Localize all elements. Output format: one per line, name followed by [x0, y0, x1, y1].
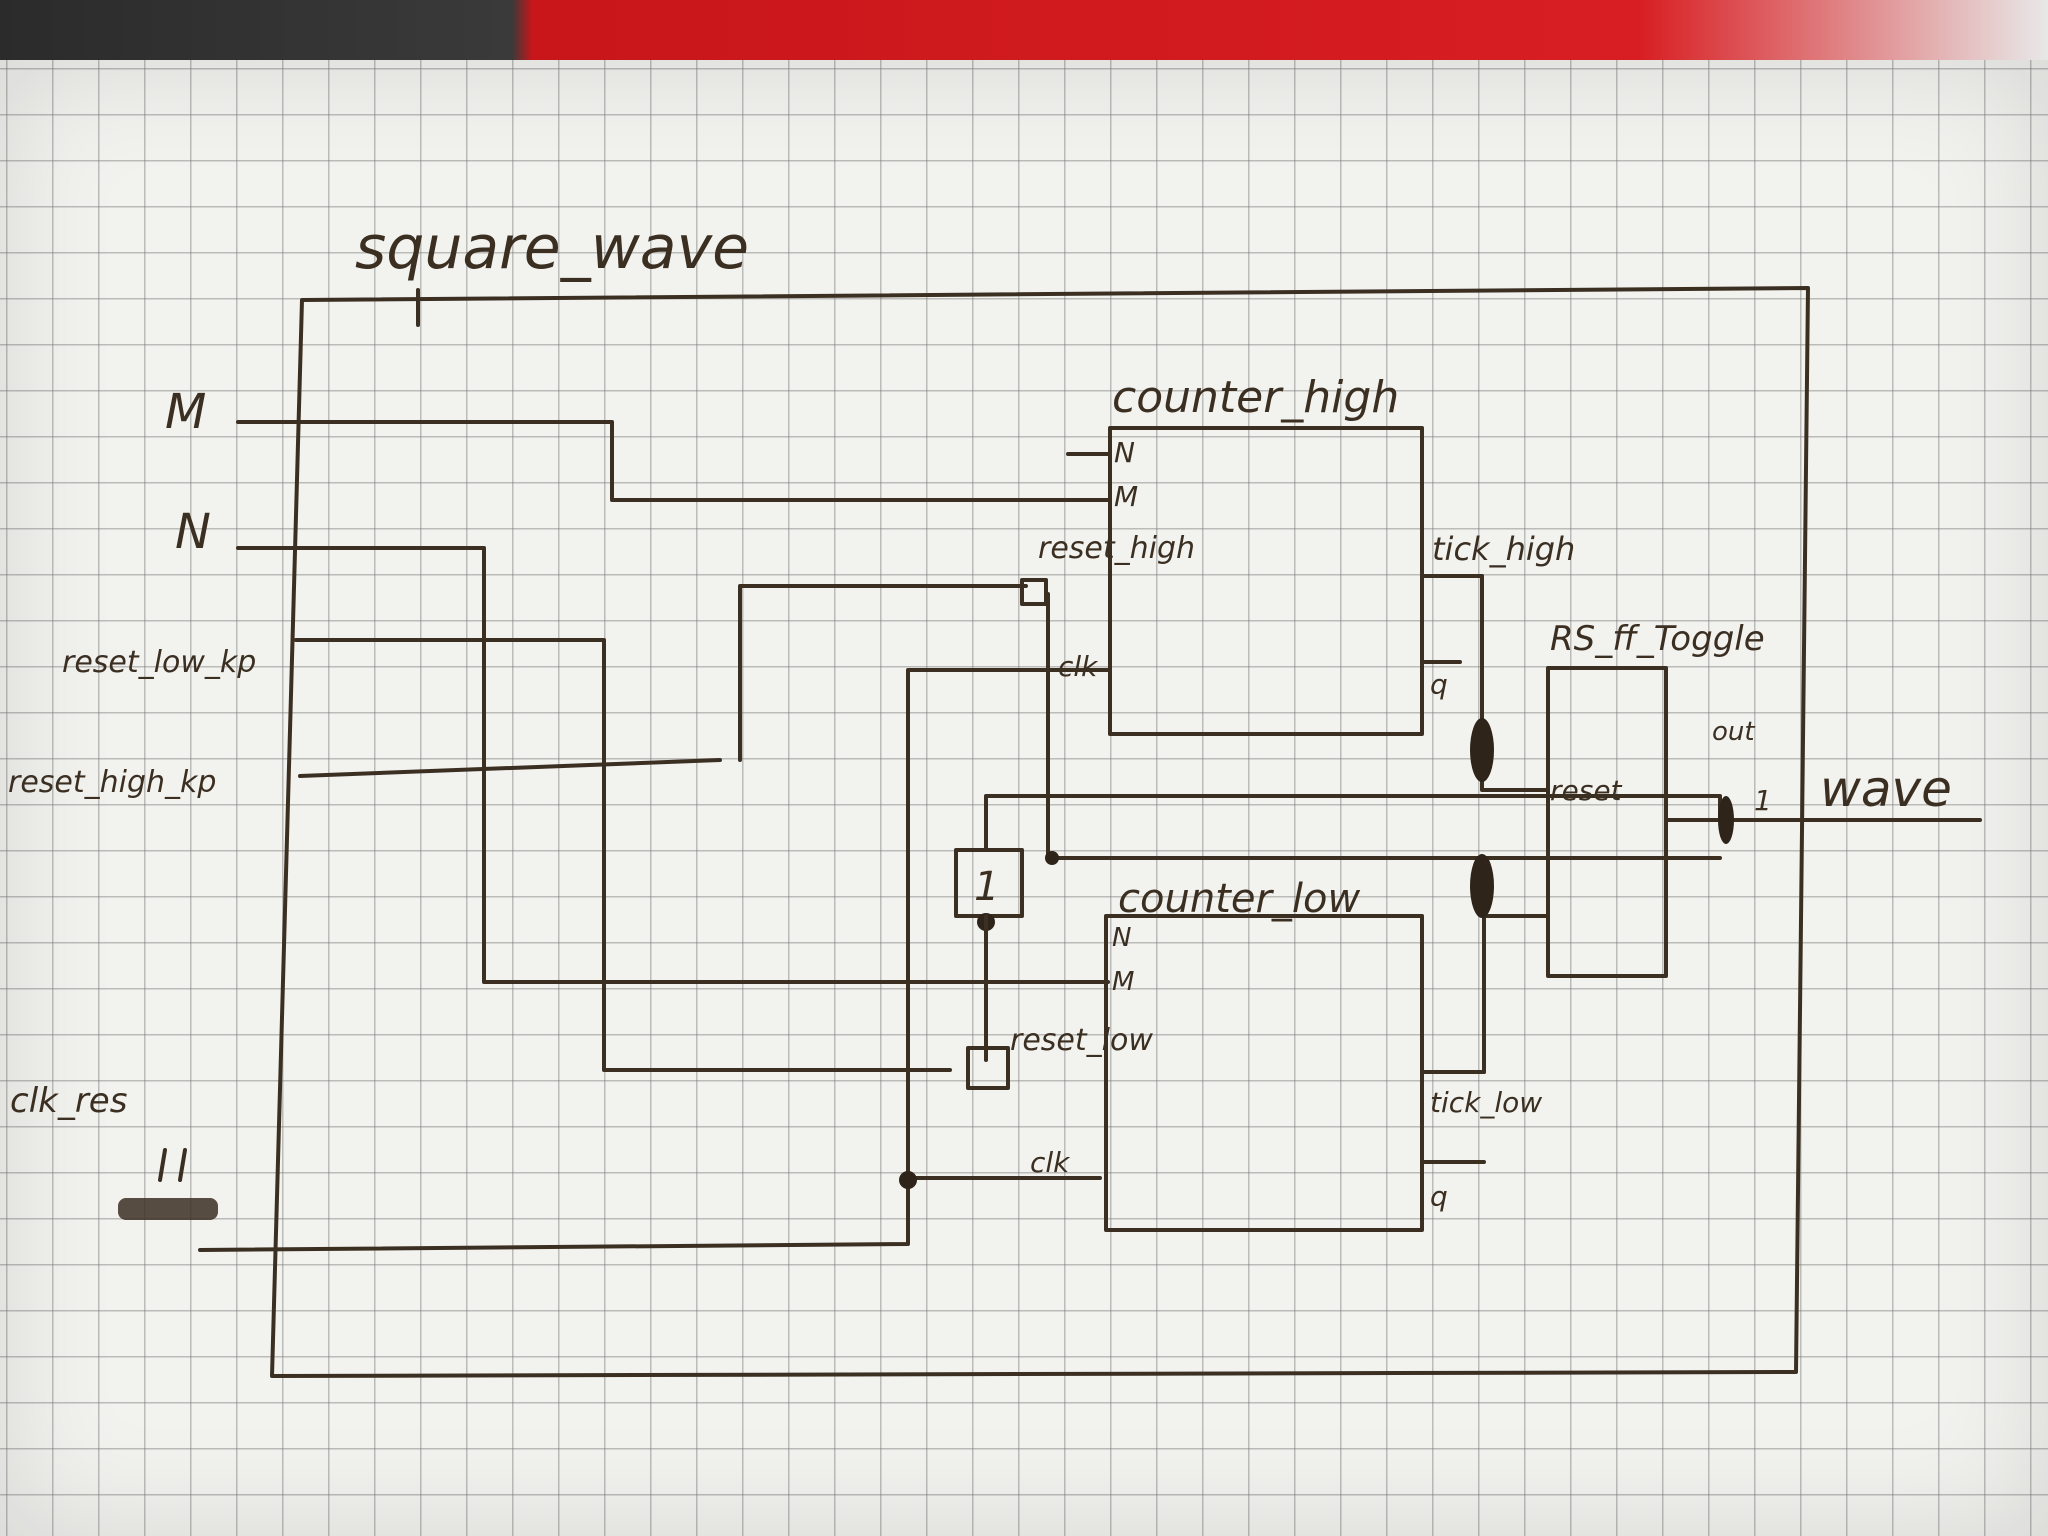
wire-reset-high-up	[738, 584, 1028, 762]
counter-low-port-clk: clk	[1030, 1146, 1071, 1179]
counter-low-block: counter_low N M reset_low clk tick_low q	[1010, 876, 1542, 1232]
tick-high-junction	[1470, 718, 1494, 782]
counter-low-name: counter_low	[1118, 876, 1360, 922]
counter-low-port-n: N	[1112, 923, 1131, 953]
wire-n	[236, 546, 1110, 984]
input-label-m: M	[165, 384, 206, 440]
wire-clk	[198, 668, 1110, 1252]
counter-high-port-tick: tick_high	[1432, 530, 1575, 568]
input-label-reset-low: reset_low_kp	[62, 645, 256, 680]
counter-high-port-n: N	[1114, 436, 1135, 469]
wire-reset-low	[294, 638, 952, 1072]
output-junction	[1718, 796, 1734, 844]
output-label-wave: wave	[1820, 760, 1952, 818]
rsff-port-out: out	[1712, 717, 1755, 747]
wire-tick-low	[1482, 914, 1550, 1074]
counter-low-port-tick: tick_low	[1430, 1086, 1542, 1119]
module-boundary	[270, 286, 1810, 1378]
rs-ff-toggle-block: RS_ff_Toggle out reset 1	[1546, 619, 1772, 978]
module-title: square_wave	[355, 213, 749, 283]
counter-high-port-reset: reset_high	[1038, 531, 1195, 566]
counter-high-block: counter_high N M reset_high clk tick_hig…	[1038, 372, 1575, 736]
wire-reset-high	[298, 758, 722, 778]
counter-high-port-q: q	[1430, 668, 1448, 701]
wire-tick-high	[1480, 574, 1550, 792]
wire-m	[236, 420, 1110, 502]
counter-high-name: counter_high	[1112, 372, 1399, 423]
or-gate-label: 1	[974, 864, 999, 910]
clk-scribble	[118, 1198, 218, 1220]
clk-pulse-symbol	[158, 1148, 187, 1182]
counter-low-port-reset: reset_low	[1010, 1023, 1153, 1058]
clk-junction	[899, 1171, 917, 1189]
rsff-port-reset: reset	[1550, 774, 1623, 807]
input-label-clk: clk_res	[10, 1081, 127, 1121]
rsff-name: RS_ff_Toggle	[1550, 619, 1765, 659]
counter-high-port-clk: clk	[1058, 650, 1099, 683]
reset-junction	[1045, 851, 1059, 865]
counter-low-port-m: M	[1112, 967, 1134, 997]
counter-low-port-q: q	[1430, 1180, 1448, 1213]
tick-low-junction	[1470, 854, 1494, 918]
rsff-port-one: 1	[1754, 784, 1772, 817]
input-label-reset-high: reset_high_kp	[8, 765, 216, 800]
or-gate: 1	[954, 848, 1024, 918]
input-label-n: N	[175, 504, 211, 560]
counter-high-port-m: M	[1114, 480, 1138, 513]
reset-high-inverter	[1020, 578, 1048, 606]
